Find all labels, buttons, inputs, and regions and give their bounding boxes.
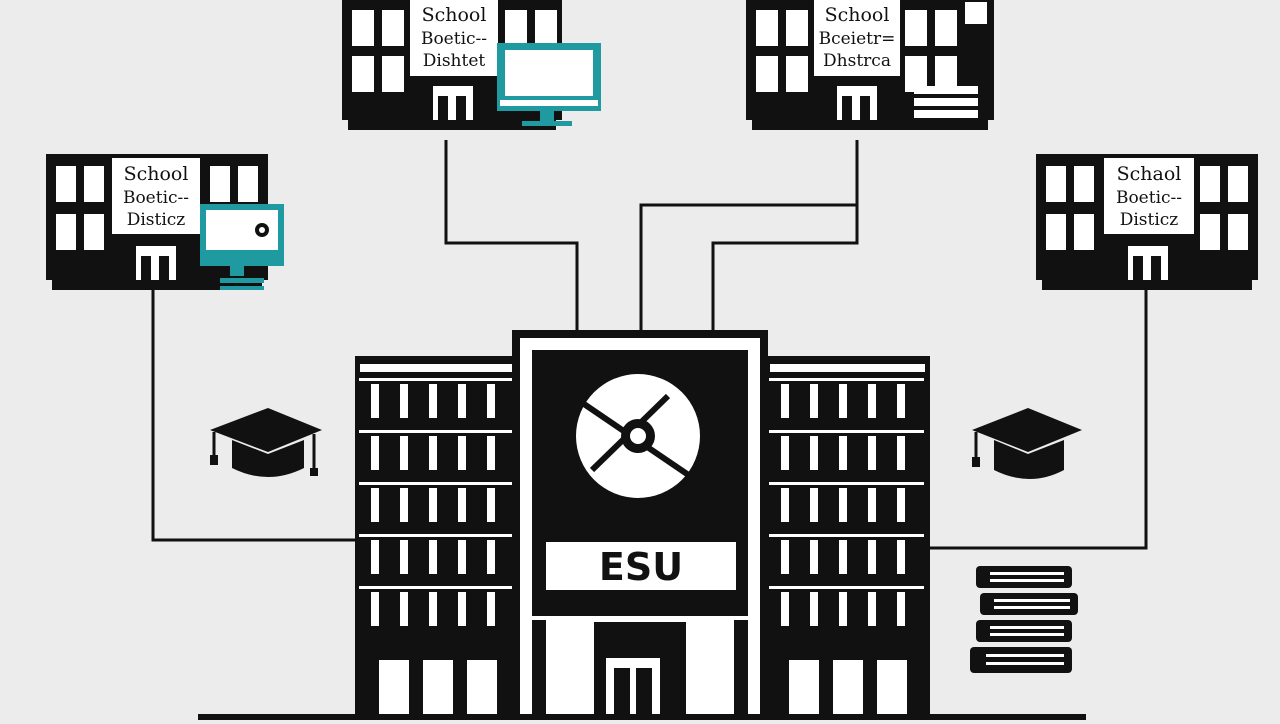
connector-top-right-b bbox=[711, 205, 859, 330]
window bbox=[868, 384, 876, 418]
window bbox=[868, 540, 876, 574]
window bbox=[839, 592, 847, 626]
window bbox=[868, 436, 876, 470]
ground-floor-opening bbox=[833, 660, 863, 716]
window bbox=[371, 384, 379, 418]
graduation-cap-icon bbox=[210, 408, 322, 477]
window bbox=[371, 592, 379, 626]
window bbox=[897, 592, 905, 626]
window bbox=[400, 488, 408, 522]
window bbox=[371, 436, 379, 470]
district-building-left: School Boetic-- Disticz bbox=[46, 154, 284, 290]
district-name-line3: Disticz bbox=[127, 210, 186, 230]
window bbox=[487, 540, 495, 574]
window bbox=[839, 436, 847, 470]
window bbox=[810, 592, 818, 626]
district-name-line2: Boetic-- bbox=[421, 29, 487, 49]
esu-sign bbox=[546, 542, 736, 590]
window bbox=[781, 540, 789, 574]
books-icon bbox=[970, 566, 1078, 673]
window bbox=[810, 436, 818, 470]
district-building-right: Schaol Boetic-- Disticz bbox=[1036, 154, 1258, 290]
district-name-line3: Dishtet bbox=[423, 51, 486, 71]
ground-floor-opening bbox=[877, 660, 907, 716]
connector-top-left bbox=[444, 140, 579, 330]
window bbox=[868, 488, 876, 522]
window bbox=[487, 384, 495, 418]
ground-floor-opening bbox=[379, 660, 409, 716]
window bbox=[897, 384, 905, 418]
esu-building: ESU bbox=[198, 330, 1086, 720]
connector-left bbox=[151, 290, 355, 542]
window bbox=[458, 488, 466, 522]
window bbox=[897, 540, 905, 574]
window bbox=[400, 592, 408, 626]
district-name-line1: School bbox=[124, 163, 189, 185]
district-name-line2: Bceietr= bbox=[819, 29, 896, 49]
window bbox=[781, 436, 789, 470]
district-building-top-left: School Boetic-- Dishtet bbox=[342, 0, 601, 130]
window bbox=[868, 592, 876, 626]
window bbox=[429, 488, 437, 522]
window bbox=[810, 540, 818, 574]
window bbox=[400, 436, 408, 470]
district-name-line1: School bbox=[422, 4, 487, 26]
window bbox=[781, 592, 789, 626]
district-name-line3: Dhstrca bbox=[823, 51, 891, 71]
window bbox=[487, 488, 495, 522]
window bbox=[429, 540, 437, 574]
window bbox=[810, 488, 818, 522]
district-name-line1: Schaol bbox=[1117, 163, 1182, 185]
window bbox=[458, 592, 466, 626]
window bbox=[781, 488, 789, 522]
ground-floor-opening bbox=[789, 660, 819, 716]
district-building-top-right: School Bceietr= Dhstrca bbox=[746, 0, 994, 130]
district-name-line2: Boetic-- bbox=[123, 188, 189, 208]
window bbox=[839, 540, 847, 574]
district-name-line3: Disticz bbox=[1120, 210, 1179, 230]
window bbox=[458, 384, 466, 418]
esu-left-wing-windows bbox=[359, 378, 514, 716]
window bbox=[839, 384, 847, 418]
window bbox=[458, 436, 466, 470]
window bbox=[839, 488, 847, 522]
computer-icon bbox=[200, 204, 284, 290]
window bbox=[897, 436, 905, 470]
window bbox=[487, 436, 495, 470]
window bbox=[429, 592, 437, 626]
document-stack-icon bbox=[914, 86, 978, 118]
esu-label: ESU bbox=[599, 545, 683, 589]
window bbox=[810, 384, 818, 418]
connector-top-right-a bbox=[639, 140, 859, 330]
district-name-line1: School bbox=[825, 4, 890, 26]
window bbox=[487, 592, 495, 626]
window bbox=[781, 384, 789, 418]
connector-right bbox=[930, 290, 1148, 550]
window bbox=[371, 488, 379, 522]
window bbox=[897, 488, 905, 522]
ground-floor-opening bbox=[423, 660, 453, 716]
computer-icon bbox=[497, 43, 601, 126]
window bbox=[458, 540, 466, 574]
graduation-cap-icon bbox=[972, 408, 1082, 479]
ground-floor-opening bbox=[467, 660, 497, 716]
window bbox=[400, 540, 408, 574]
window bbox=[371, 540, 379, 574]
esu-right-wing-windows bbox=[769, 378, 924, 716]
window bbox=[400, 384, 408, 418]
connector-lines bbox=[151, 140, 1148, 550]
logo-emblem-icon bbox=[576, 374, 700, 498]
window bbox=[429, 436, 437, 470]
window bbox=[429, 384, 437, 418]
district-name-line2: Boetic-- bbox=[1116, 188, 1182, 208]
